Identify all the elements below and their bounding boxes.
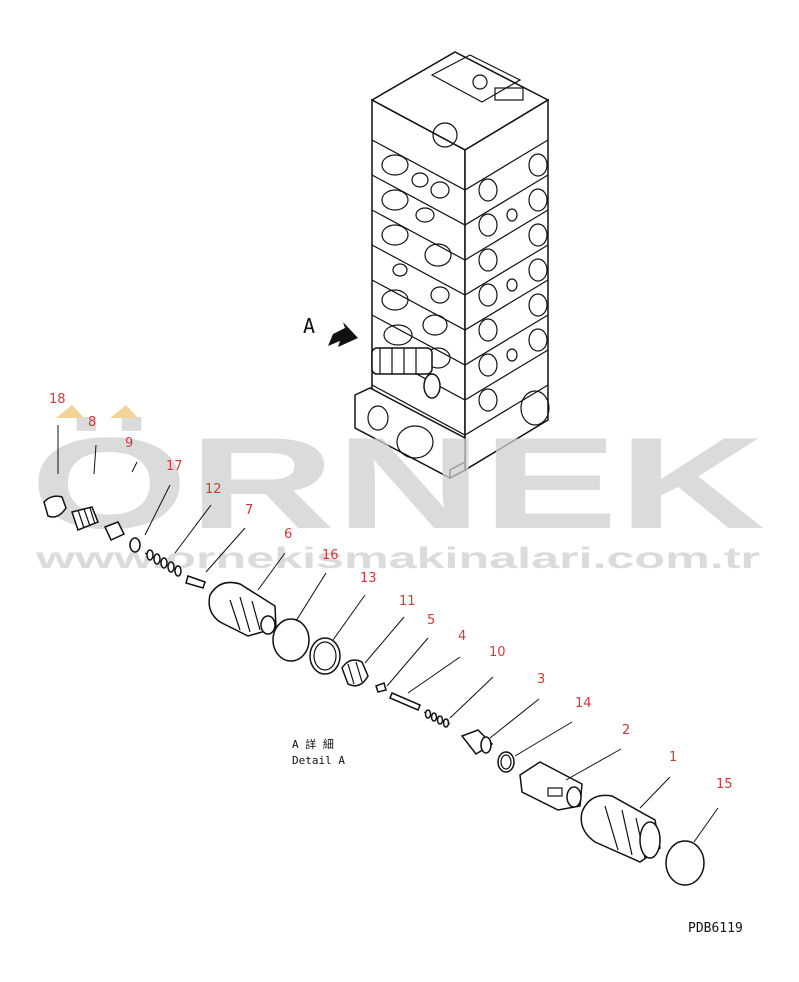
callout-11: 11 — [399, 594, 416, 609]
watermark: ÖRNEK www.ornekismakinalari.com.tr — [30, 405, 765, 575]
callout-10: 10 — [489, 645, 506, 660]
callout-labels: 18 8 9 17 12 7 6 16 13 11 5 4 10 3 14 2 … — [49, 392, 733, 792]
part-11-spring — [341, 659, 369, 687]
part-15-o-ring — [665, 840, 705, 886]
part-18-cap — [43, 495, 67, 518]
detail-label-en: Detail A — [292, 754, 345, 767]
detail-caption: A 詳 細 Detail A — [292, 737, 345, 767]
callout-6: 6 — [284, 527, 292, 542]
callout-leader-lines — [57, 425, 719, 843]
exploded-parts — [43, 495, 705, 886]
part-12-spring — [144, 549, 182, 577]
view-marker-a: A — [303, 314, 358, 347]
callout-9: 9 — [125, 436, 133, 451]
valve-inlet-block — [354, 387, 466, 480]
view-marker-label: A — [303, 314, 315, 338]
callout-17: 17 — [166, 459, 183, 474]
part-2-valve — [519, 761, 583, 811]
detail-a-spool — [371, 347, 441, 399]
callout-2: 2 — [622, 723, 630, 738]
valve-ports-left — [381, 154, 452, 369]
part-10-spring — [423, 709, 451, 728]
callout-12: 12 — [205, 482, 222, 497]
callout-1: 1 — [669, 750, 677, 765]
callout-5: 5 — [427, 613, 435, 628]
valve-ports-right — [478, 153, 550, 426]
callout-14: 14 — [575, 696, 592, 711]
part-16-o-ring — [272, 618, 310, 662]
part-3-sleeve — [460, 729, 494, 755]
callout-13: 13 — [360, 571, 377, 586]
part-7-poppet — [185, 575, 206, 589]
watermark-url: www.ornekismakinalari.com.tr — [34, 542, 760, 575]
watermark-brand: ÖRNEK — [30, 410, 765, 556]
part-5-pin — [375, 682, 387, 693]
callout-8: 8 — [88, 415, 96, 430]
part-9-plug — [103, 521, 126, 541]
callout-7: 7 — [245, 503, 253, 518]
control-valve-body — [354, 51, 550, 480]
callout-18: 18 — [49, 392, 66, 407]
drawing-code: PDB6119 — [688, 921, 743, 936]
callout-16: 16 — [322, 548, 339, 563]
view-direction-arrow-icon — [328, 322, 358, 347]
part-13-backup-ring — [309, 637, 341, 675]
part-6-plug-body — [208, 581, 277, 637]
part-8-spring — [71, 506, 99, 531]
watermark-accent-right — [110, 405, 138, 418]
part-1-plug — [580, 794, 661, 863]
watermark-accent-left — [56, 405, 84, 418]
part-4-rod — [389, 692, 421, 711]
callout-4: 4 — [458, 629, 466, 644]
callout-3: 3 — [537, 672, 545, 687]
detail-label-jp: A 詳 細 — [292, 737, 334, 751]
callout-15: 15 — [716, 777, 733, 792]
part-14-o-ring — [497, 751, 515, 773]
part-17-o-ring — [129, 537, 141, 553]
